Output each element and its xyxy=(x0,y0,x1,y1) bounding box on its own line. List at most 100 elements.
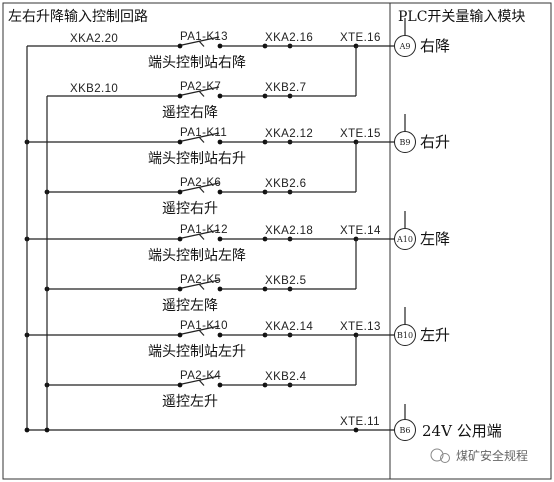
switch-contact-left xyxy=(177,236,183,242)
circuit-row-2: PA1-K11 XKA2.12 XTE.15 端头控制站右升 PA2-K6 XKB2.6 遥… xyxy=(24,114,450,217)
input-terminal-circle xyxy=(394,228,416,250)
input-terminal-badge: A10 xyxy=(396,235,413,244)
switch-blade xyxy=(181,182,220,192)
remote-description: 遥控右降 xyxy=(162,105,218,121)
main-terminal-label: XTE.14 xyxy=(340,225,381,237)
main-switch-label: PA1-K13 xyxy=(180,31,228,43)
switch-blade xyxy=(181,36,220,46)
remote-description: 遥控右升 xyxy=(162,201,218,217)
input-terminal-badge: B10 xyxy=(397,331,413,340)
main-switch xyxy=(177,36,223,49)
input-terminal-badge: A9 xyxy=(399,42,411,51)
remote-mid-wire-label: XKB2.7 xyxy=(265,82,306,94)
switch-contact-right xyxy=(217,139,223,145)
switch-contact-right xyxy=(217,332,223,338)
remote-description: 遥控左降 xyxy=(162,298,218,314)
switch-contact-left xyxy=(177,43,183,49)
switch-blade xyxy=(181,132,220,142)
main-terminal-label: XTE.13 xyxy=(340,321,381,333)
main-description: 端头控制站右降 xyxy=(148,55,246,71)
input-terminal-circle xyxy=(394,324,416,346)
circuit-row-4: PA1-K10 XKA2.14 XTE.13 端头控制站左升 PA2-K4 XKB2.4 遥… xyxy=(24,307,450,410)
switch-contact-left xyxy=(177,139,183,145)
remote-description: 遥控左升 xyxy=(162,394,218,410)
wechat-icon xyxy=(430,448,444,462)
switch-blade xyxy=(181,375,220,385)
main-mid-wire-label: XKA2.16 xyxy=(265,32,313,44)
input-terminal-circle xyxy=(394,131,416,153)
circuit-row-1: XKA2.20 PA1-K13 XKA2.16 XTE.16 端头控制站右降 XKB2.1… xyxy=(27,18,450,121)
switch-blade xyxy=(181,229,220,239)
switch-actuator xyxy=(198,329,205,336)
wechat-icon-small xyxy=(440,453,450,463)
switch-contact-right xyxy=(217,236,223,242)
main-switch-label: PA1-K11 xyxy=(180,127,227,139)
switch-contact-left xyxy=(177,332,183,338)
switch-actuator xyxy=(198,233,205,240)
switch-actuator xyxy=(198,283,205,290)
switch-actuator xyxy=(198,186,205,193)
remote-switch-label: PA2-K5 xyxy=(180,274,221,286)
main-switch-label: PA1-K12 xyxy=(180,224,228,236)
main-mid-wire-label: XKA2.18 xyxy=(265,225,313,237)
input-label: 左降 xyxy=(420,230,450,248)
switch-actuator xyxy=(198,379,205,386)
junction-dot xyxy=(353,427,359,433)
common-terminal-label: XTE.11 xyxy=(340,416,380,428)
remote-switch-label: PA2-K4 xyxy=(180,370,221,382)
input-terminal-badge: B9 xyxy=(400,138,411,147)
watermark-text: 煤矿安全规程 xyxy=(456,448,528,463)
main-switch xyxy=(177,132,223,145)
switch-contact-right xyxy=(217,189,223,195)
circuit-rows: XKA2.20 PA1-K13 XKA2.16 XTE.16 端头控制站右降 XKB2.1… xyxy=(24,18,450,430)
main-mid-wire-label: XKA2.12 xyxy=(265,128,313,140)
bus-junction-dot xyxy=(44,427,50,433)
input-label: 右升 xyxy=(420,133,450,151)
plc-module-title: PLC开关量输入模块 xyxy=(398,9,525,25)
switch-blade xyxy=(181,279,220,289)
watermark: 煤矿安全规程 xyxy=(430,448,528,463)
input-label: 左升 xyxy=(420,326,450,344)
switch-contact-left xyxy=(177,286,183,292)
main-description: 端头控制站左降 xyxy=(148,248,246,264)
main-description: 端头控制站右升 xyxy=(148,151,246,167)
remote-switch-label: PA2-K6 xyxy=(180,177,221,189)
switch-actuator xyxy=(198,40,205,47)
common-terminal-circle xyxy=(394,419,416,441)
switch-contact-right xyxy=(217,382,223,388)
switch-contact-right xyxy=(217,286,223,292)
switch-contact-right xyxy=(217,43,223,49)
switch-actuator xyxy=(198,90,205,97)
bus-junction-dot xyxy=(24,427,30,433)
switch-contact-left xyxy=(177,382,183,388)
input-label: 右降 xyxy=(420,37,450,55)
remote-switch xyxy=(177,375,223,388)
switch-blade xyxy=(181,86,220,96)
remote-mid-wire-label: XKB2.4 xyxy=(265,371,307,383)
switch-actuator xyxy=(198,136,205,143)
common-terminal-badge: B6 xyxy=(400,426,411,435)
main-terminal-label: XTE.15 xyxy=(340,128,381,140)
remote-mid-wire-label: XKB2.6 xyxy=(265,178,306,190)
input-terminal-circle xyxy=(394,35,416,57)
remote-switch xyxy=(177,182,223,195)
switch-blade xyxy=(181,325,220,335)
main-switch xyxy=(177,229,223,242)
remote-switch-label: PA2-K7 xyxy=(180,81,221,93)
main-mid-wire-label: XKA2.14 xyxy=(265,321,313,333)
remote-mid-wire-label: XKB2.5 xyxy=(265,275,306,287)
main-left-wire-label: XKA2.20 xyxy=(70,33,118,45)
left-circuit-title: 左右升降输入控制回路 xyxy=(8,9,148,25)
switch-contact-left xyxy=(177,93,183,99)
main-description: 端头控制站左升 xyxy=(148,344,246,360)
remote-switch xyxy=(177,279,223,292)
switch-contact-left xyxy=(177,189,183,195)
remote-left-wire-label: XKB2.10 xyxy=(70,83,118,95)
main-terminal-label: XTE.16 xyxy=(340,32,381,44)
switch-contact-right xyxy=(217,93,223,99)
circuit-row-3: PA1-K12 XKA2.18 XTE.14 端头控制站左降 PA2-K5 XKB2.5 遥… xyxy=(24,211,450,314)
main-switch-label: PA1-K10 xyxy=(180,320,228,332)
